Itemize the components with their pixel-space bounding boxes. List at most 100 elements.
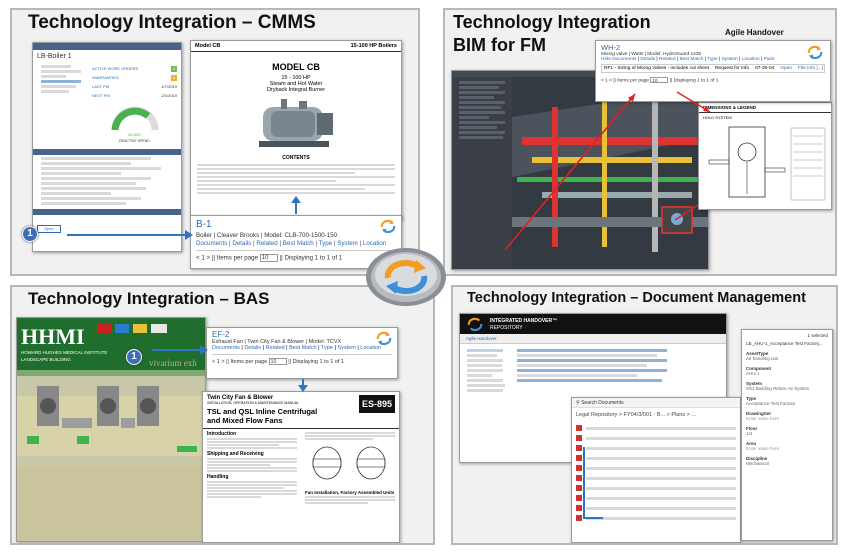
ef2-link-system[interactable]: System <box>337 345 356 351</box>
manual-intro-heading: Introduction <box>207 431 237 437</box>
fan-diagram <box>17 386 205 541</box>
gauge-label: REACTIVE SPEND <box>119 139 150 143</box>
drawing-set-value[interactable]: Enter value here <box>746 416 780 421</box>
spec-model-left: Model CB <box>195 43 221 49</box>
component-value[interactable]: AHU-1 <box>746 371 760 376</box>
b1-items-per-page[interactable]: 10 <box>259 254 278 262</box>
wh2-pager: < 1 > || Items per page 10 || Displaying… <box>601 77 825 83</box>
wh2-row-open[interactable]: Open <box>780 66 793 71</box>
b1-title[interactable]: B-1 <box>196 219 212 230</box>
b1-link-type[interactable]: Type <box>318 240 333 247</box>
b1-link-details[interactable]: Details <box>232 240 252 247</box>
asset-type-label: AssetType <box>746 351 769 356</box>
wh2-link-related[interactable]: Related <box>658 57 676 62</box>
hhmi-logo-text: HHMI <box>21 324 85 349</box>
step-badge: 1 <box>22 226 38 242</box>
active-wo-label: ACTIVE WORK ORDERS <box>92 66 139 71</box>
cmms-panel: Technology Integration – CMMS LB-Boiler … <box>10 8 420 276</box>
b1-pager-pre: < 1 > || Items per page <box>196 254 259 262</box>
agile-handover-label: Agile Handover <box>725 28 784 37</box>
search-icon[interactable]: ⚲ <box>576 400 580 406</box>
work-order-screen: LB-Boiler 1 ACTIVE WORK ORDERS 0 <box>32 42 182 252</box>
area-value[interactable]: Enter value here <box>746 446 780 451</box>
next-pm-label: NEXT PM <box>92 93 110 98</box>
asset-type-value[interactable]: Air handling unit <box>746 356 779 361</box>
refresh-icon[interactable] <box>379 219 397 233</box>
bim-viewer <box>451 70 709 270</box>
manual-brand: Twin City Fan & Blower <box>207 395 274 401</box>
repository-title: INTEGRATED HANDOVER™ <box>490 318 558 324</box>
floor-value[interactable]: 1st <box>746 431 753 436</box>
bas-title: Technology Integration – BAS <box>28 289 270 308</box>
breadcrumb[interactable]: Legal Repository > FY04/3/001 - B... > P… <box>576 412 696 418</box>
bim-3d-model <box>512 77 708 269</box>
work-order-heading: LB-Boiler 1 <box>37 53 72 60</box>
wh2-link-hide-documents[interactable]: Hide Documents <box>601 57 637 62</box>
wh2-items-per-page[interactable]: 10 <box>650 77 669 83</box>
wh2-link-paint[interactable]: Paint <box>763 57 775 62</box>
bas-home-button[interactable] <box>97 324 111 333</box>
refresh-icon[interactable] <box>375 331 393 345</box>
b1-link-related[interactable]: Related <box>256 240 278 247</box>
properties-pane: 1 selected LB_AHU-1_Acceptance Test Fact… <box>741 329 833 541</box>
documents-bar <box>33 209 181 215</box>
ef2-link-details[interactable]: Details <box>244 345 262 351</box>
arrow-head <box>185 230 193 240</box>
repository-header: INTEGRATED HANDOVER™ REPOSITORY <box>460 314 726 334</box>
vivarium-label: vivarium exh <box>149 358 197 368</box>
manual-code: ES-895 <box>358 395 395 413</box>
wh2-title[interactable]: WH-2 <box>601 43 621 52</box>
ef2-items-per-page[interactable]: 10 <box>268 358 287 365</box>
ef2-title[interactable]: EF-2 <box>212 330 230 339</box>
arrow-connector-down <box>302 379 304 387</box>
arrow-head <box>200 345 208 355</box>
search-documents-window: ⚲ Search Documents Legal Repository > FY… <box>571 397 741 543</box>
b1-link-best-match[interactable]: Best Match <box>282 240 314 247</box>
bas-nav-button[interactable] <box>115 324 129 333</box>
step-badge: 1 <box>126 349 142 365</box>
wh2-description: Mixing valve | Watts | Model: HydroGuard… <box>601 52 702 57</box>
arrow-connector <box>152 349 202 351</box>
wh2-pager-pre: < 1 > || Items per page <box>601 78 650 84</box>
spec-model-right: 15-100 HP Boilers <box>350 43 397 49</box>
bas-info-button[interactable] <box>151 324 167 333</box>
arrow-head-up <box>291 196 301 203</box>
ef2-link-type[interactable]: Type <box>321 345 333 351</box>
wh2-link-details[interactable]: Details <box>640 57 656 62</box>
center-logo-icon <box>366 248 446 306</box>
type-value[interactable]: Acceptance Test Factory <box>746 401 796 406</box>
ef2-link-location[interactable]: Location <box>360 345 382 351</box>
selected-count: 1 selected <box>807 333 828 338</box>
bas-panel: Technology Integration – BAS HHMI HOWARD… <box>10 285 435 545</box>
wh2-link-best-match[interactable]: Best Match <box>679 57 704 62</box>
wh2-link-type[interactable]: Type <box>707 57 718 62</box>
manual-handling-heading: Handling <box>207 474 229 480</box>
hhmi-header: HHMI HOWARD HUGHES MEDICAL INSTITUTE LAN… <box>17 318 205 370</box>
wh2-asset-card: WH-2 Mixing valve | Watts | Model: Hydro… <box>595 40 831 102</box>
docmgmt-title: Technology Integration – Document Manage… <box>467 290 806 306</box>
wh2-row-info[interactable]: File Info [...] <box>798 66 824 71</box>
system-value[interactable]: SS1 Building Return Air System <box>746 386 810 391</box>
search-documents-label[interactable]: Search Documents <box>581 400 624 406</box>
wh2-link-system[interactable]: System <box>721 57 738 62</box>
bim-panel: Technology Integration BIM for FM Agile … <box>443 8 837 276</box>
refresh-icon[interactable] <box>806 45 824 59</box>
open-doc-button[interactable]: Open <box>37 225 61 233</box>
document-management-panel: Technology Integration – Document Manage… <box>451 285 838 545</box>
bim-title-2: BIM for FM <box>453 35 546 55</box>
discipline-value[interactable]: Mechanical <box>746 461 769 466</box>
discipline-label: Discipline <box>746 456 768 461</box>
b1-link-system[interactable]: System <box>337 240 358 247</box>
ef2-link-best-match[interactable]: Best Match <box>289 345 317 351</box>
wh2-link-location[interactable]: Location <box>741 57 760 62</box>
ef2-link-related[interactable]: Related <box>265 345 285 351</box>
next-pm-value: 2/1/2019 <box>161 93 177 98</box>
boiler-spec-document: Model CB 15-100 HP Boilers MODEL CB 15 -… <box>190 40 402 220</box>
ef2-link-documents[interactable]: Documents <box>212 345 240 351</box>
bas-alarm-button[interactable] <box>133 324 147 333</box>
wh2-links: Hide Documents | Details | Related | Bes… <box>601 57 775 62</box>
b1-link-documents[interactable]: Documents <box>196 240 228 247</box>
system-label: System <box>746 381 763 386</box>
b1-link-location[interactable]: Location <box>362 240 387 247</box>
